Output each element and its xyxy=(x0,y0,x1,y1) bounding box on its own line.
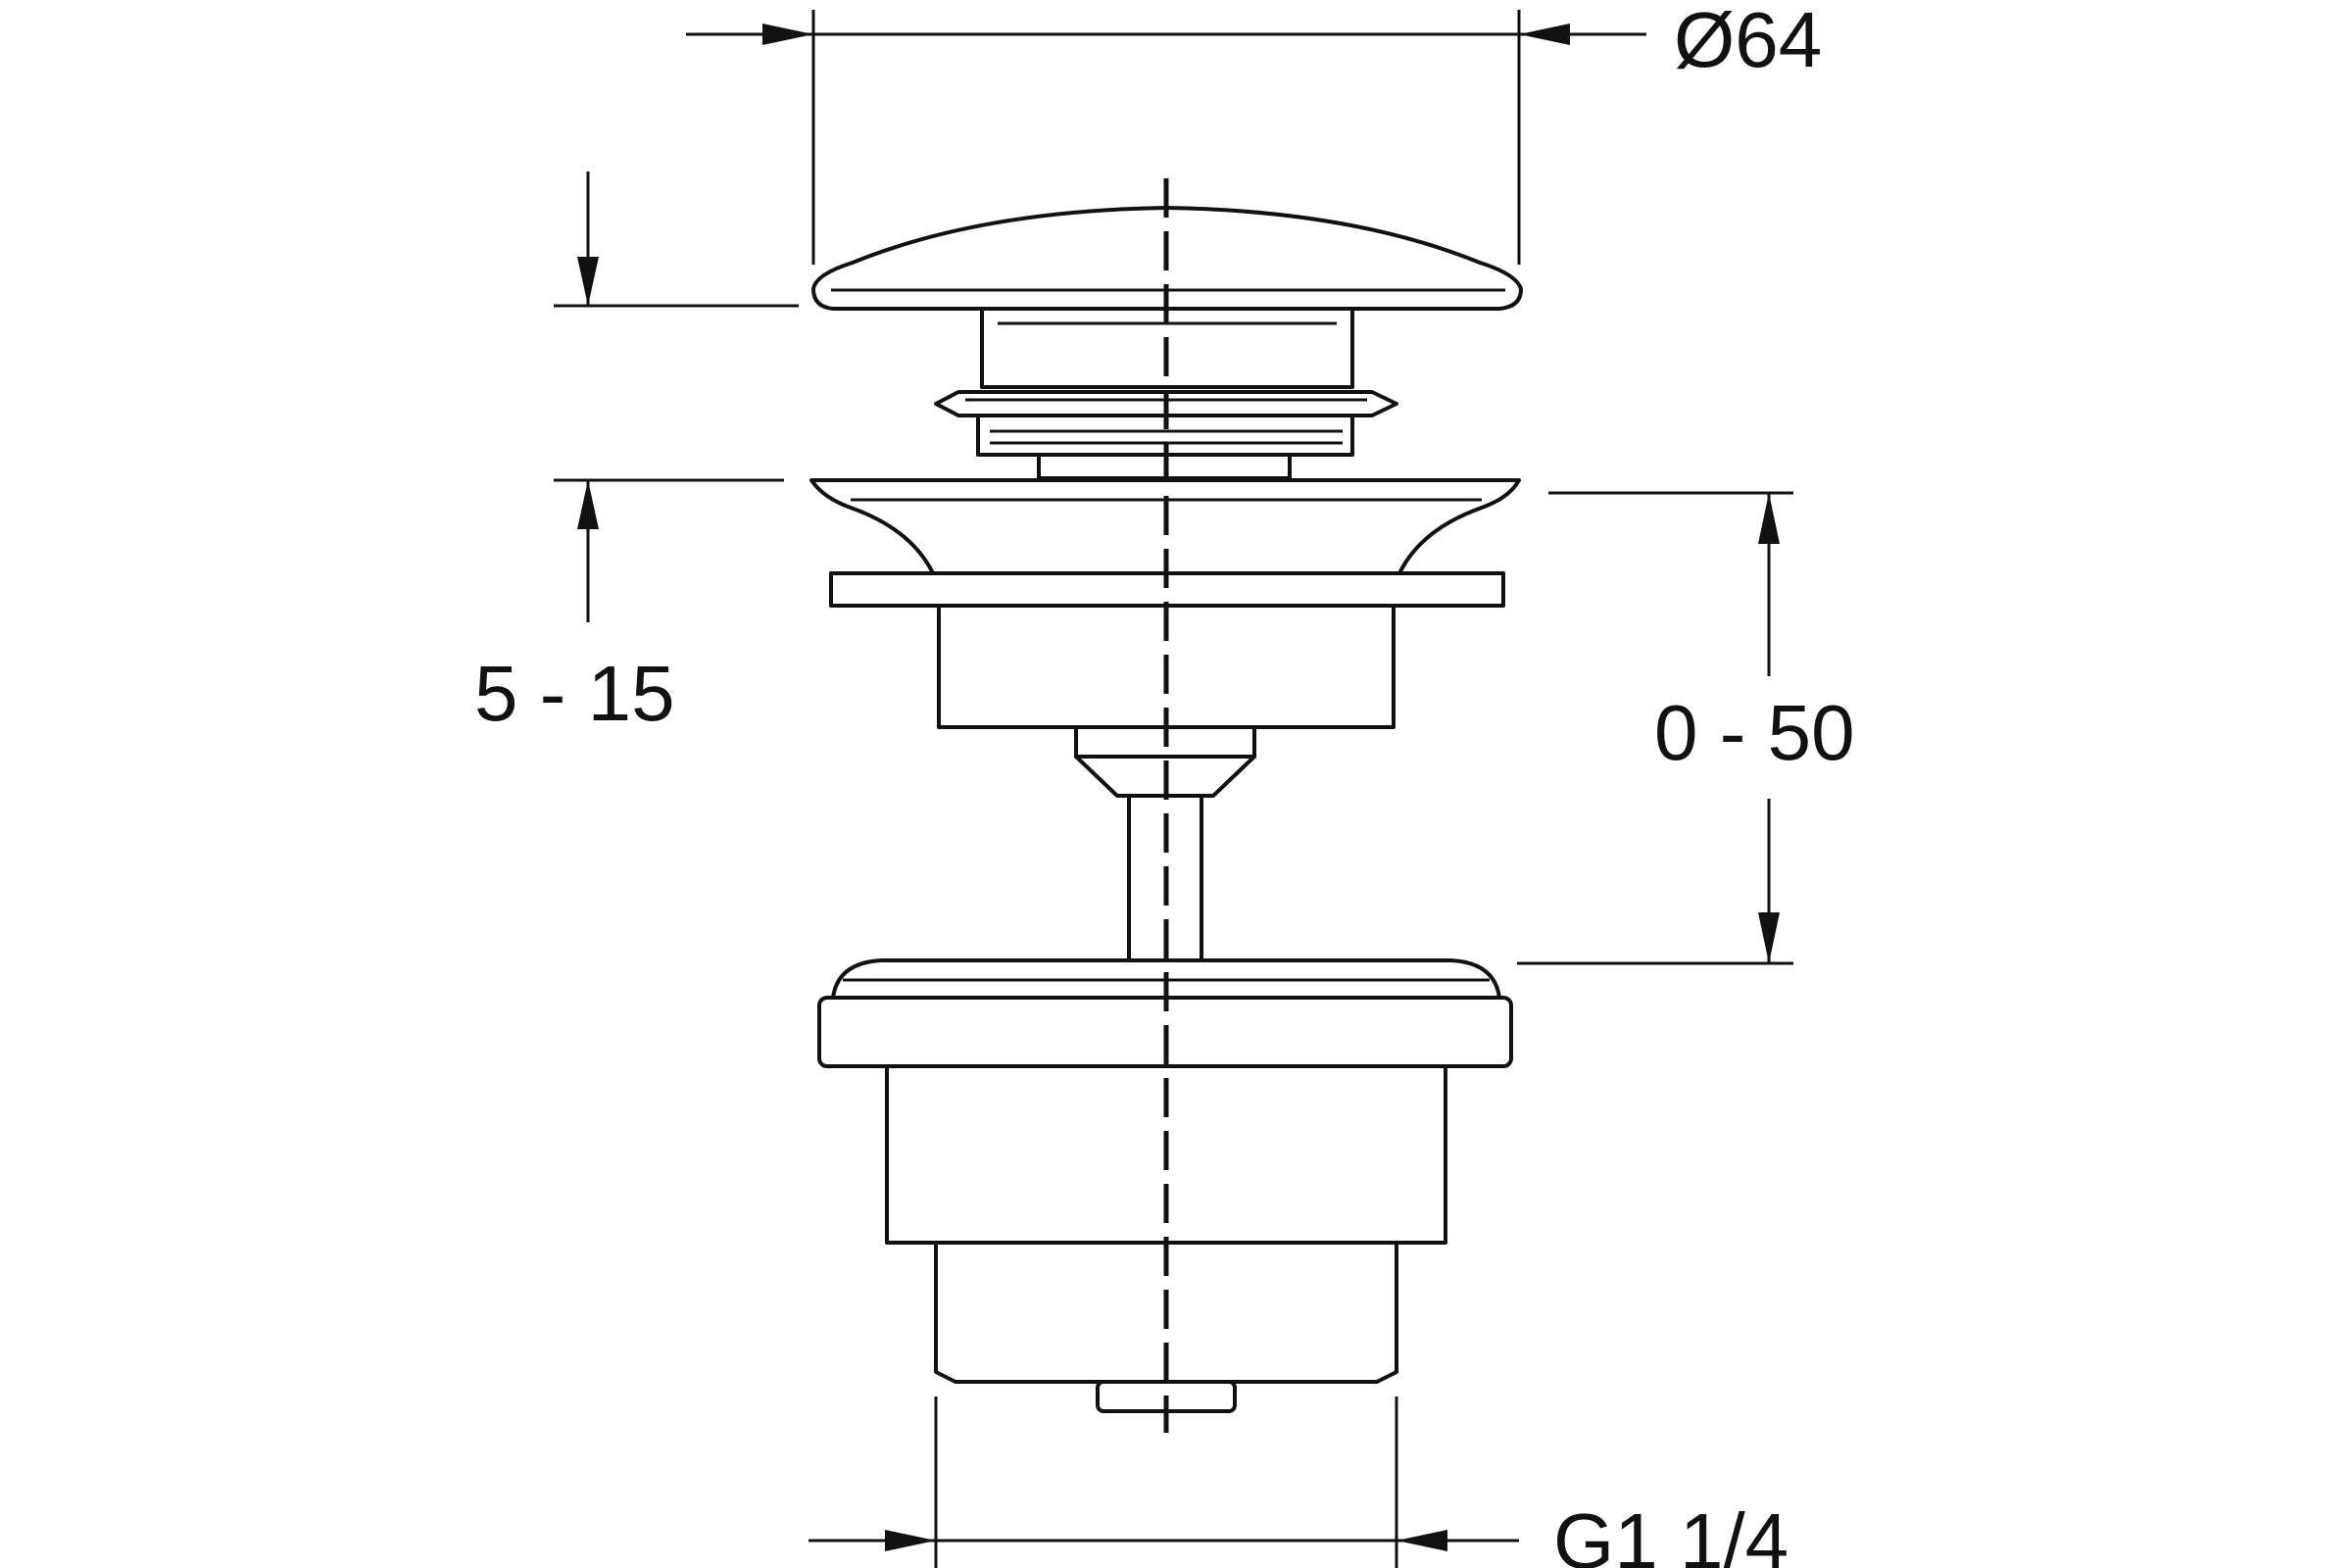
diameter-dimension: Ø64 xyxy=(686,0,1822,265)
basin-thickness-label: 0 - 50 xyxy=(1654,689,1855,776)
thread-dimension: G1 1/4 xyxy=(808,1396,1788,1568)
diameter-label: Ø64 xyxy=(1674,0,1822,83)
basin-thickness-dimension: 0 - 50 xyxy=(1517,491,1855,965)
cap-lift-label: 5 - 15 xyxy=(474,650,675,737)
cap-lift-dimension: 5 - 15 xyxy=(474,172,799,737)
thread-size-label: G1 1/4 xyxy=(1553,1497,1788,1568)
